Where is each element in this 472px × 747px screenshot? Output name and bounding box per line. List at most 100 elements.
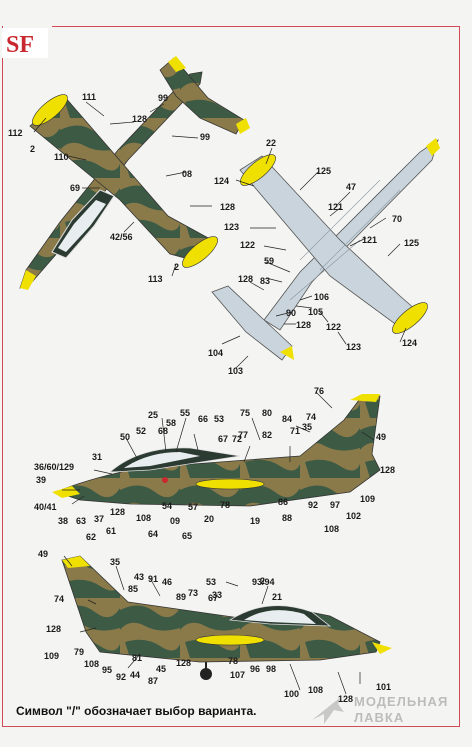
callout-number: 111 <box>82 92 96 102</box>
callout-number: 76 <box>314 386 324 396</box>
callout-number: 71 <box>290 426 300 436</box>
callout-number: 61 <box>106 526 116 536</box>
callout-number: 128 <box>176 658 191 668</box>
callout-number: 38 <box>58 516 68 526</box>
callout-number: 121 <box>328 202 343 212</box>
callout-number: 45 <box>156 664 166 674</box>
callout-number: 128 <box>46 624 61 634</box>
callout-number: 79 <box>74 647 84 657</box>
callout-number: 35 <box>110 557 120 567</box>
watermark-line-1: МОДЕЛЬНАЯ <box>354 694 449 709</box>
callout-number: 77 <box>238 430 248 440</box>
callout-number: 128 <box>380 465 395 475</box>
callout-number: 53 <box>206 577 216 587</box>
callout-number: 110 <box>54 152 69 162</box>
callout-number: 107 <box>230 670 245 680</box>
callout-number: 99 <box>158 93 168 103</box>
callout-number: 20 <box>204 514 214 524</box>
callout-number: 108 <box>136 513 151 523</box>
callout-number: 87 <box>148 676 158 686</box>
callout-number: 97 <box>330 500 340 510</box>
callout-number: 78 <box>228 656 238 666</box>
callout-number: 123 <box>346 342 361 352</box>
airplane-watermark-icon <box>312 696 344 724</box>
callout-number: 124 <box>402 338 417 348</box>
callout-number: 19 <box>250 516 260 526</box>
callout-number: 122 <box>326 322 341 332</box>
callout-number: 93/94 <box>252 577 275 587</box>
callout-number: 31 <box>92 452 102 462</box>
callout-number: 96 <box>250 664 260 674</box>
callout-number: 128 <box>220 202 235 212</box>
callout-number: 40/41 <box>34 502 57 512</box>
callout-number: 128 <box>338 694 353 704</box>
side-view-1-aircraft <box>52 394 381 507</box>
callout-number: 36/60/129 <box>34 462 74 472</box>
callout-number: 125 <box>316 166 331 176</box>
callout-number: 66 <box>198 414 208 424</box>
callout-number: 2 <box>260 576 265 586</box>
callout-number: 100 <box>284 689 299 699</box>
callout-number: 80 <box>262 408 272 418</box>
watermark-line-2: ЛАВКА <box>354 710 405 725</box>
top-view-aircraft <box>19 56 250 290</box>
callout-number: 50 <box>120 432 130 442</box>
callout-number: 125 <box>404 238 419 248</box>
callout-number: 57 <box>188 502 198 512</box>
page-frame <box>2 26 460 727</box>
callout-number: 81 <box>132 653 142 663</box>
callout-number: 22 <box>266 138 276 148</box>
callout-number: 122 <box>240 240 255 250</box>
callout-number: 39 <box>36 475 46 485</box>
callout-number: 49 <box>376 432 386 442</box>
callout-number: 75 <box>240 408 250 418</box>
callout-number: 09 <box>170 516 180 526</box>
callout-number: 08 <box>182 169 192 179</box>
callout-number: 128 <box>110 507 125 517</box>
callout-number: 128 <box>132 114 147 124</box>
callout-number: 83 <box>260 276 270 286</box>
callout-number: 101 <box>376 682 391 692</box>
callout-number: 113 <box>148 274 163 284</box>
side-view-2-aircraft <box>61 555 392 680</box>
logo-text: SF <box>6 32 34 58</box>
callout-number: 98 <box>266 664 276 674</box>
callout-number: 92 <box>116 672 126 682</box>
page-frame-top-line <box>52 26 460 27</box>
callout-number: 82 <box>262 430 272 440</box>
callout-number: 108 <box>324 524 339 534</box>
callout-number: 73 <box>188 588 198 598</box>
leader-lines <box>33 101 407 695</box>
callout-number: 46 <box>162 577 172 587</box>
brand-logo: SF <box>2 28 48 58</box>
callout-number: 53 <box>214 414 224 424</box>
callout-number: 42/56 <box>110 232 133 242</box>
callout-number: 105 <box>308 307 323 317</box>
callout-number: 85 <box>128 584 138 594</box>
callout-number: 109 <box>44 651 59 661</box>
callout-number: 63 <box>76 516 86 526</box>
callout-number: 43 <box>134 572 144 582</box>
callout-number: 69 <box>70 183 80 193</box>
callout-number: 108 <box>84 659 99 669</box>
variant-symbol-caption: Символ "/" обозначает выбор варианта. <box>16 704 257 718</box>
callout-number: 95 <box>102 665 112 675</box>
callout-number: 106 <box>314 292 329 302</box>
callout-number: 59 <box>264 256 274 266</box>
callout-number: 68 <box>158 426 168 436</box>
callout-number: 104 <box>208 348 223 358</box>
callout-number: 123 <box>224 222 239 232</box>
callout-number: 37 <box>94 514 104 524</box>
callout-number: 121 <box>362 235 377 245</box>
callout-number: 128 <box>238 274 253 284</box>
callout-number: 21 <box>272 592 282 602</box>
callout-number: 49 <box>38 549 48 559</box>
callout-number: 2 <box>174 262 179 272</box>
callout-number: 44 <box>130 670 140 680</box>
callout-number: 74 <box>306 412 316 422</box>
callout-number: 78 <box>220 500 230 510</box>
